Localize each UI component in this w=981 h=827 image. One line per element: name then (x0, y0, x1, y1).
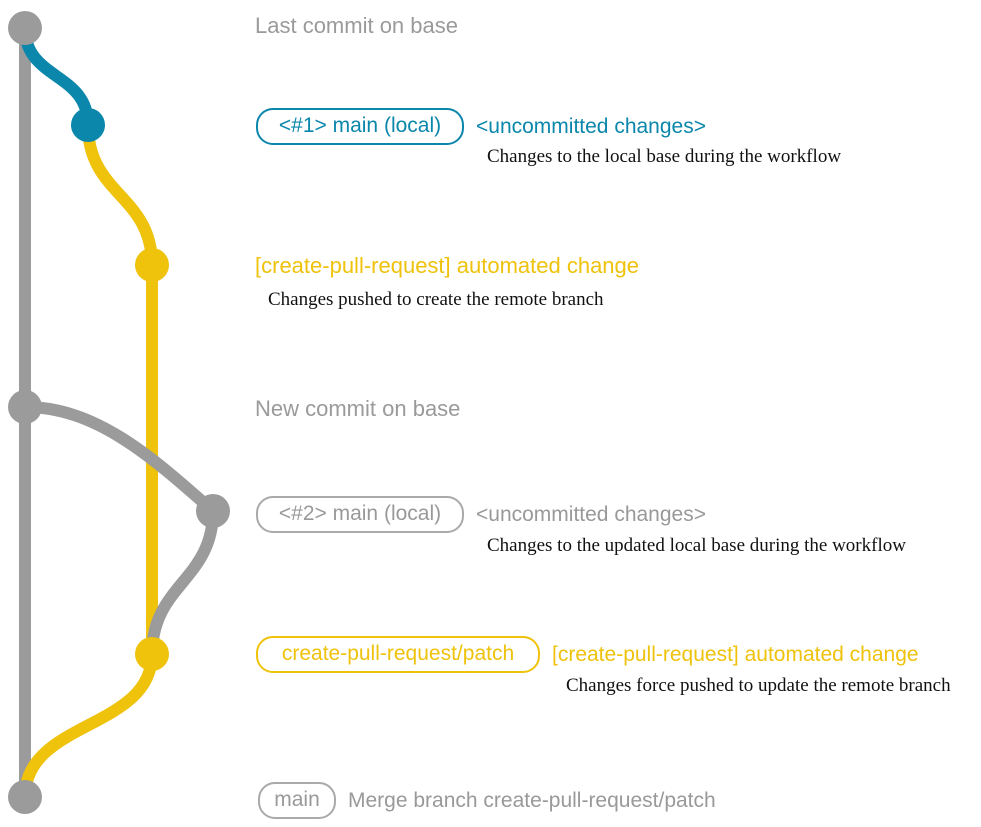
ref-pill-merge[interactable]: main (258, 782, 336, 819)
commit-subject-base-new: New commit on base (255, 396, 461, 421)
graph-edge-local-2-to-patch-2 (146, 505, 219, 660)
ref-pill-patch-2[interactable]: create-pull-request/patch (256, 636, 540, 673)
commit-description-patch-1: Changes pushed to create the remote bran… (268, 289, 604, 310)
graph-edge-patch-2-to-merge (19, 648, 158, 803)
commit-node-patch-2[interactable] (135, 637, 169, 671)
commit-node-local-2[interactable] (196, 494, 230, 528)
commit-subject-base-last: Last commit on base (255, 13, 458, 38)
commit-node-base-last[interactable] (8, 11, 42, 45)
commit-subject-local-2: <uncommitted changes> (476, 503, 706, 526)
commit-subject-merge: Merge branch create-pull-request/patch (348, 789, 716, 812)
commit-description-patch-2: Changes force pushed to update the remot… (566, 675, 951, 696)
commit-subject-patch-1: [create-pull-request] automated change (255, 253, 640, 278)
commit-node-local-1[interactable] (71, 108, 105, 142)
commit-description-local-1: Changes to the local base during the wor… (487, 146, 842, 167)
commit-node-merge[interactable] (8, 780, 42, 814)
commit-subject-local-1: <uncommitted changes> (476, 115, 706, 138)
graph-edge-base-new-to-local-2 (19, 401, 219, 517)
commit-description-local-2: Changes to the updated local base during… (487, 535, 906, 556)
commit-label-row-patch-2: create-pull-request/patch [create-pull-re… (256, 636, 919, 673)
ref-pill-local-1[interactable]: <#1> main (local) (256, 108, 464, 145)
commit-label-row-local-1: <#1> main (local) <uncommitted changes> (256, 108, 706, 145)
commit-node-base-new[interactable] (8, 390, 42, 424)
ref-pill-local-2[interactable]: <#2> main (local) (256, 496, 464, 533)
graph-edge-local-1-to-patch-1 (82, 119, 158, 271)
commit-subject-patch-2: [create-pull-request] automated change (552, 643, 919, 666)
commit-label-row-merge: main Merge branch create-pull-request/pat… (258, 782, 716, 819)
commit-label-row-local-2: <#2> main (local) <uncommitted changes> (256, 496, 706, 533)
commit-node-patch-1[interactable] (135, 248, 169, 282)
